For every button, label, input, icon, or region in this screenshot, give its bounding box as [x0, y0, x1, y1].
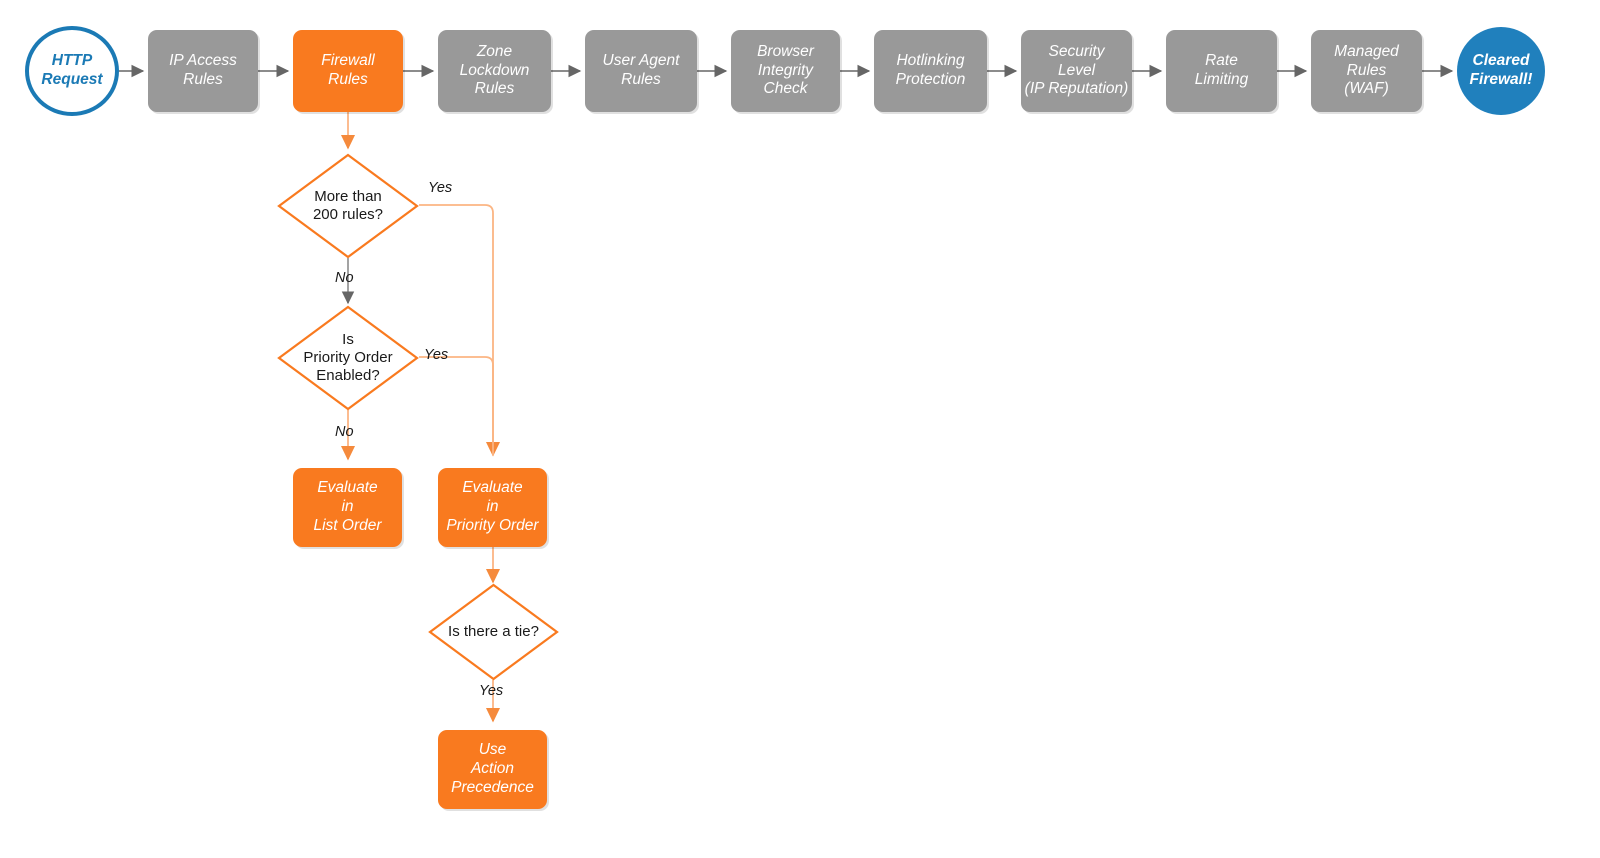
edge-priority-order-yes	[419, 356, 494, 455]
node-label: Hotlinking Protection	[895, 52, 966, 88]
node-label: Evaluate in Priority Order	[446, 479, 539, 534]
node-rate-limiting[interactable]: Rate Limiting	[1166, 30, 1277, 112]
decision-more-than-200-rules[interactable]: More than 200 rules?	[277, 153, 419, 259]
node-label: Browser Integrity Check	[757, 42, 814, 98]
node-evaluate-in-list-order[interactable]: Evaluate in List Order	[293, 468, 402, 547]
node-label: Zone Lockdown Rules	[459, 42, 530, 98]
node-cleared-firewall[interactable]: Cleared Firewall!	[1457, 27, 1545, 115]
node-label: Cleared Firewall!	[1469, 52, 1533, 88]
node-label: Evaluate in List Order	[313, 479, 382, 534]
node-label: HTTP Request	[41, 52, 103, 88]
node-evaluate-in-priority-order[interactable]: Evaluate in Priority Order	[438, 468, 547, 547]
node-label: IP Access Rules	[169, 52, 237, 88]
edge-label-rules-count-yes: Yes	[428, 180, 453, 196]
edge-label-priority-order-yes: Yes	[424, 347, 449, 363]
diamond-shape	[428, 583, 559, 681]
diamond-shape	[277, 153, 419, 259]
decision-label: Is there a tie?	[448, 622, 539, 640]
node-label: Rate Limiting	[1194, 52, 1249, 88]
node-http-request[interactable]: HTTP Request	[25, 26, 119, 116]
node-user-agent-rules[interactable]: User Agent Rules	[585, 30, 697, 112]
node-label: Security Level (IP Reputation)	[1024, 42, 1129, 98]
edge-label-tie-yes: Yes	[479, 683, 504, 699]
decision-label: Is Priority Order Enabled?	[303, 330, 393, 385]
decision-is-there-a-tie[interactable]: Is there a tie?	[428, 583, 559, 681]
node-zone-lockdown-rules[interactable]: Zone Lockdown Rules	[438, 30, 551, 112]
diamond-shape	[277, 305, 419, 411]
node-managed-rules-waf[interactable]: Managed Rules (WAF)	[1311, 30, 1422, 112]
node-label: Managed Rules (WAF)	[1334, 42, 1399, 98]
node-label: Firewall Rules	[321, 52, 375, 88]
decision-label: More than 200 rules?	[312, 187, 384, 223]
node-hotlinking-protection[interactable]: Hotlinking Protection	[874, 30, 987, 112]
node-firewall-rules[interactable]: Firewall Rules	[293, 30, 403, 112]
edge-label-rules-count-no: No	[335, 270, 354, 286]
node-label: Use Action Precedence	[451, 741, 534, 796]
node-label: User Agent Rules	[602, 52, 680, 88]
node-browser-integrity-check[interactable]: Browser Integrity Check	[731, 30, 840, 112]
decision-is-priority-order-enabled[interactable]: Is Priority Order Enabled?	[277, 305, 419, 411]
edge-rules-count-yes	[419, 204, 501, 457]
edge-label-priority-order-no: No	[335, 424, 354, 440]
node-ip-access-rules[interactable]: IP Access Rules	[148, 30, 258, 112]
node-security-level[interactable]: Security Level (IP Reputation)	[1021, 30, 1132, 112]
node-use-action-precedence[interactable]: Use Action Precedence	[438, 730, 547, 809]
